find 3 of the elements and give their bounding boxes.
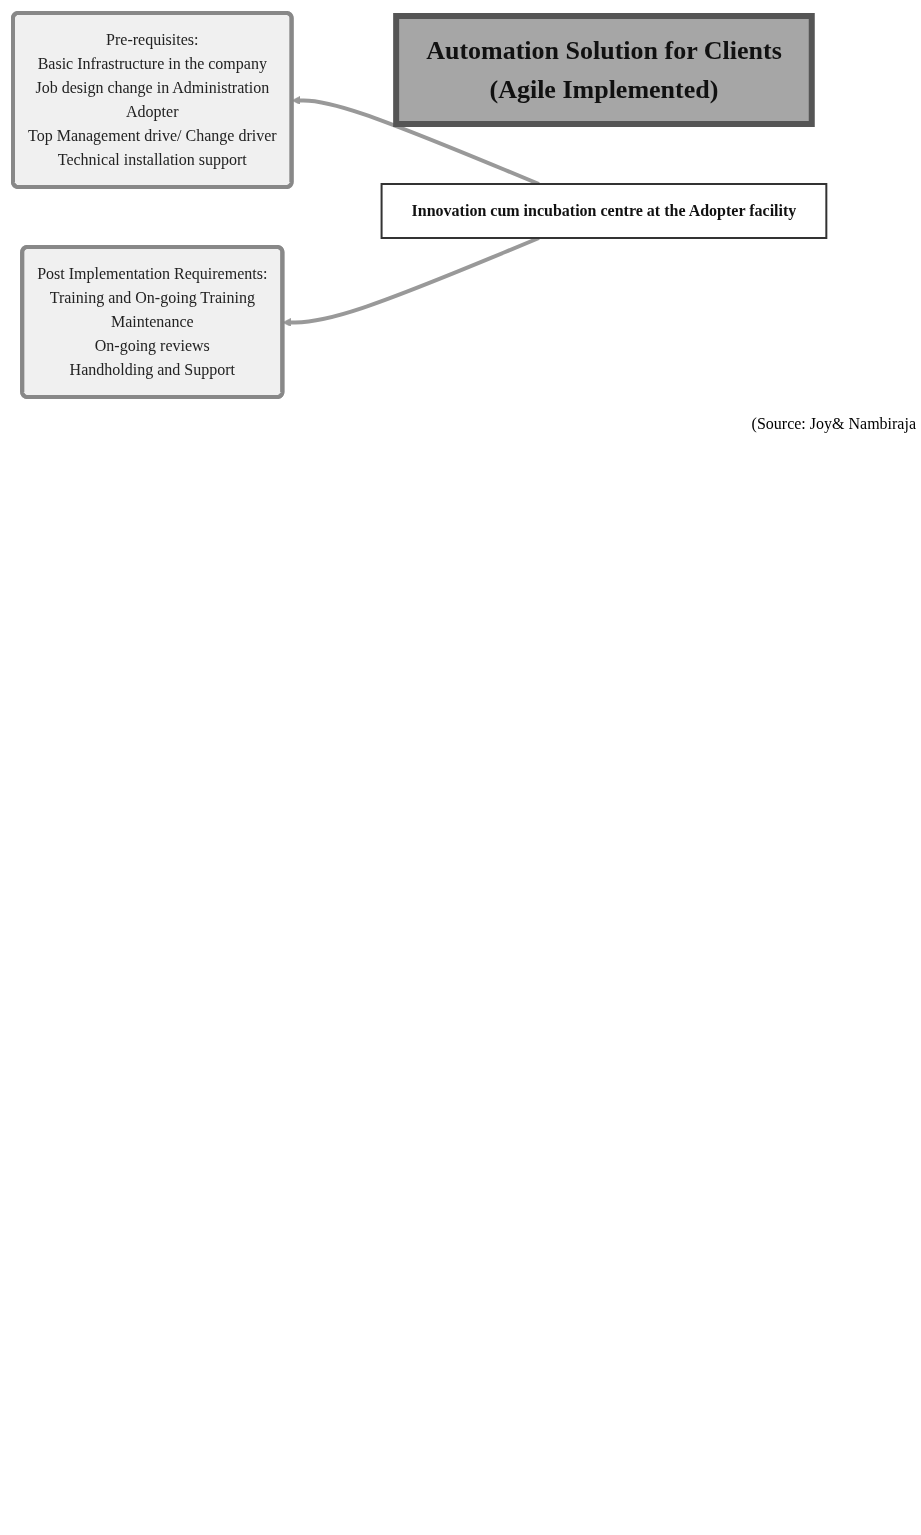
node-box: Innovation cum incubation centre at the Adopter facility [380,183,828,239]
caption: (Source: Joy& Nambiraja [751,415,916,432]
node-box: Automation Solution for Clients (Agile Implemented) [393,13,815,127]
